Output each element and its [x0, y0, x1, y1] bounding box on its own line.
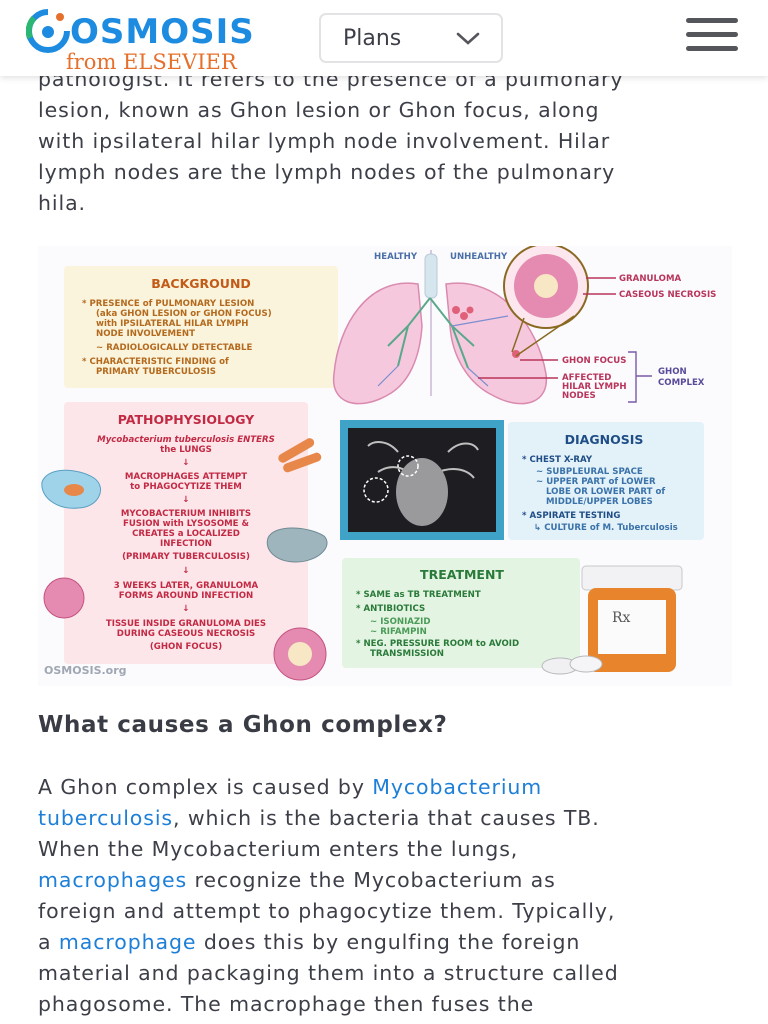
- patho-line: (GHON FOCUS): [150, 642, 222, 652]
- mycobacterium-link[interactable]: Mycobacterium: [372, 775, 543, 799]
- intro-paragraph: pathologist. It refers to the presence o…: [38, 64, 738, 219]
- caseous-necrosis-label: CASEOUS NECROSIS: [619, 290, 716, 300]
- bacteria-illustration: [278, 438, 322, 473]
- osmosis-logo-icon: [26, 9, 70, 53]
- diagnosis-line: MIDDLE/UPPER LOBES: [546, 497, 653, 507]
- treatment-line: * NEG. PRESSURE ROOM to AVOID: [356, 639, 519, 649]
- patho-line: 3 WEEKS LATER, GRANULOMA: [114, 581, 259, 591]
- tuberculosis-link[interactable]: tuberculosis: [38, 806, 173, 830]
- intro-line: lymph nodes are the lymph nodes of the p…: [38, 160, 616, 184]
- affected-nodes-label: AFFECTED: [562, 373, 611, 383]
- hamburger-menu-icon[interactable]: [686, 18, 738, 52]
- body-line: material and packaging them into a struc…: [38, 961, 619, 985]
- diagnosis-line: ~ UPPER PART of LOWER: [536, 477, 656, 487]
- pathophysiology-title: PATHOPHYSIOLOGY: [118, 412, 255, 427]
- plans-label: Plans: [343, 26, 402, 51]
- diagnosis-line: * ASPIRATE TESTING: [522, 511, 620, 521]
- patho-line: MACROPHAGES ATTEMPT: [125, 472, 247, 482]
- arrow-down-icon: ↓: [182, 604, 189, 614]
- logo-wordmark: OSMOSIS: [70, 12, 255, 52]
- background-line: * PRESENCE of PULMONARY LESION: [82, 299, 254, 309]
- treatment-line: * ANTIBIOTICS: [356, 604, 425, 614]
- background-line: * CHARACTERISTIC FINDING of: [82, 357, 229, 367]
- healthy-label: HEALTHY: [374, 252, 418, 262]
- patho-line: FUSION with LYSOSOME &: [123, 519, 250, 529]
- treatment-line: ~ RIFAMPIN: [370, 627, 427, 637]
- granuloma-illustration: [43, 577, 85, 619]
- background-card: [64, 266, 338, 388]
- background-line: NODE INVOLVEMENT: [96, 329, 195, 339]
- body-text: A Ghon complex is caused by: [38, 775, 373, 799]
- pill-bottle-illustration: Rx: [541, 565, 683, 675]
- background-line: ~ RADIOLOGICALLY DETECTABLE: [96, 343, 253, 353]
- infographic-canvas: BACKGROUND * PRESENCE of PULMONARY LESIO…: [41, 243, 716, 681]
- diagnosis-title: DIAGNOSIS: [565, 432, 644, 447]
- chevron-down-icon: [456, 32, 480, 45]
- macrophage-link[interactable]: macrophage: [58, 930, 197, 954]
- macrophage-illustration: [41, 469, 101, 509]
- patho-line: TISSUE INSIDE GRANULOMA DIES: [106, 619, 266, 629]
- background-line: (aka GHON LESION or GHON FOCUS): [96, 309, 272, 319]
- ghon-complex-label: COMPLEX: [658, 378, 705, 388]
- diagnosis-line: LOBE OR LOWER PART of: [546, 487, 665, 497]
- macrophage-illustration: [266, 527, 328, 563]
- patho-line: the LUNGS: [160, 445, 212, 455]
- patho-line: to PHAGOCYTIZE THEM: [130, 482, 242, 492]
- rx-label: Rx: [612, 610, 631, 626]
- osmosis-logo[interactable]: OSMOSIS from ELSEVIER: [26, 6, 266, 74]
- background-title: BACKGROUND: [151, 276, 251, 291]
- patho-line: INFECTION: [160, 539, 212, 549]
- plans-dropdown[interactable]: Plans: [319, 13, 503, 63]
- intro-line: lesion, known as Ghon lesion or Ghon foc…: [38, 98, 600, 122]
- patho-line: (PRIMARY TUBERCULOSIS): [122, 552, 250, 562]
- body-line: phagosome. The macrophage then fuses the: [38, 992, 535, 1016]
- treatment-line: TRANSMISSION: [370, 649, 444, 659]
- osmosis-watermark: OSMOSIS.org: [44, 664, 127, 677]
- patho-line: CREATES a LOCALIZED: [132, 529, 240, 539]
- arrow-down-icon: ↓: [182, 458, 189, 468]
- ghon-focus-label: GHON FOCUS: [562, 356, 626, 366]
- treatment-line: * SAME as TB TREATMENT: [356, 590, 481, 600]
- diagnosis-line: * CHEST X-RAY: [522, 455, 593, 465]
- body-text: , which is the bacteria that causes TB.: [173, 806, 600, 830]
- logo-subtitle: from ELSEVIER: [66, 50, 237, 74]
- body-line: When the Mycobacterium enters the lungs,: [38, 837, 519, 861]
- arrow-down-icon: ↓: [182, 495, 189, 505]
- unhealthy-label: UNHEALTHY: [450, 252, 508, 262]
- ghon-complex-label: GHON: [658, 367, 687, 377]
- section-heading: What causes a Ghon complex?: [38, 712, 448, 738]
- pathophysiology-card: [64, 402, 308, 664]
- affected-nodes-label: NODES: [562, 391, 596, 401]
- patho-line: Mycobacterium tuberculosis ENTERS: [97, 435, 275, 445]
- treatment-title: TREATMENT: [420, 567, 504, 582]
- patho-line: MYCOBACTERIUM INHIBITS: [121, 509, 251, 519]
- arrow-down-icon: ↓: [182, 566, 189, 576]
- macrophages-link[interactable]: macrophages: [38, 868, 188, 892]
- treatment-line: ~ ISONIAZID: [370, 617, 431, 627]
- granuloma-label: GRANULOMA: [619, 274, 682, 284]
- diagnosis-line: ↳ CULTURE of M. Tuberculosis: [534, 523, 678, 533]
- patho-line: DURING CASEOUS NECROSIS: [117, 629, 256, 639]
- diagnosis-line: ~ SUBPLEURAL SPACE: [536, 467, 643, 477]
- affected-nodes-label: HILAR LYMPH: [562, 382, 627, 392]
- ghon-complex-infographic: BACKGROUND * PRESENCE of PULMONARY LESIO…: [38, 243, 732, 686]
- intro-line: with ipsilateral hilar lymph node involv…: [38, 129, 611, 153]
- body-text: does this by engulfing the foreign: [196, 930, 581, 954]
- lungs-illustration: HEALTHY UNHEALTHY: [332, 243, 589, 405]
- intro-line: hila.: [38, 191, 86, 215]
- diagnosis-card: [508, 422, 704, 540]
- body-line: foreign and attempt to phagocytize them.…: [38, 899, 616, 923]
- body-text: a: [38, 930, 59, 954]
- treatment-card: [342, 558, 580, 668]
- patho-line: FORMS AROUND INFECTION: [119, 591, 253, 601]
- background-line: PRIMARY TUBERCULOSIS: [96, 367, 216, 377]
- body-text: recognize the Mycobacterium as: [187, 868, 556, 892]
- top-nav-bar: OSMOSIS from ELSEVIER Plans: [0, 0, 768, 76]
- body-paragraph: A Ghon complex is caused by Mycobacteriu…: [38, 772, 738, 1020]
- background-line: with IPSILATERAL HILAR LYMPH: [96, 319, 248, 329]
